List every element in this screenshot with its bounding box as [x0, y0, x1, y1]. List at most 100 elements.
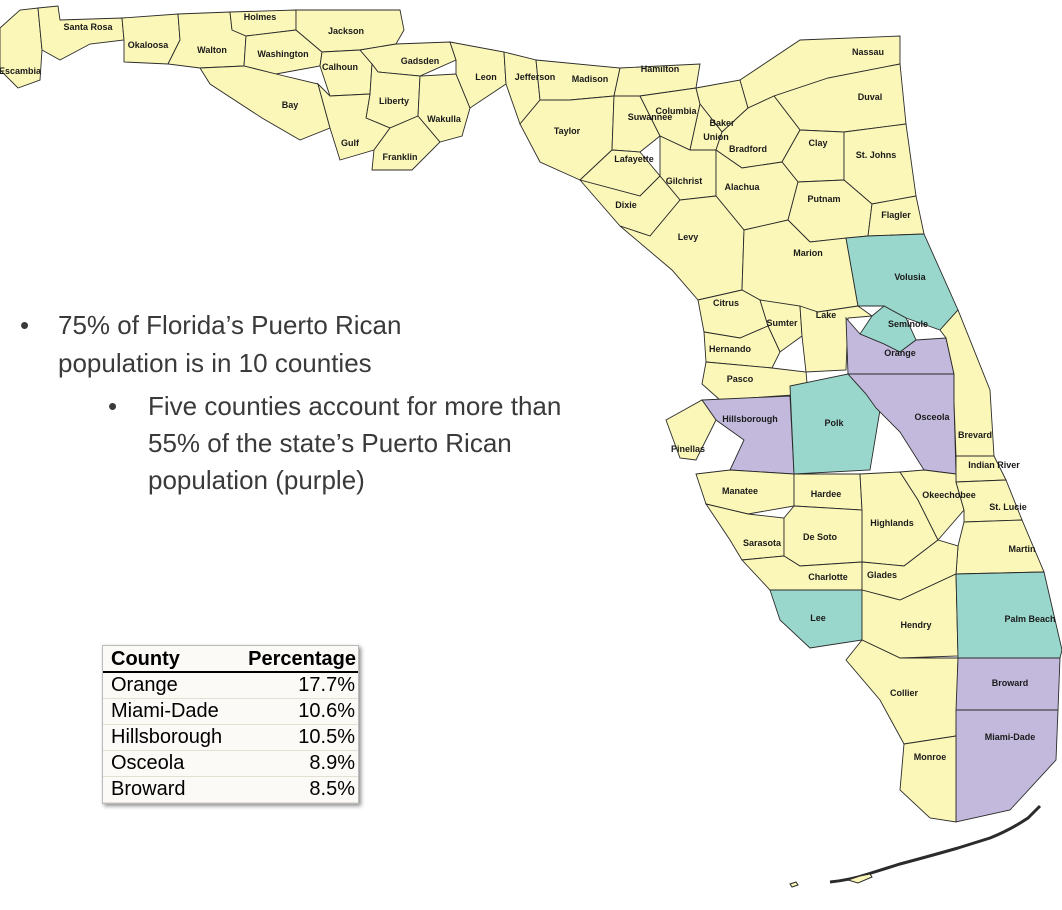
- county-label-miami-dade: Miami-Dade: [985, 732, 1036, 742]
- county-label-putnam: Putnam: [807, 194, 840, 204]
- cell-percentage: 8.9%: [224, 750, 359, 777]
- county-sumter: [759, 299, 803, 353]
- county-label-wakulla: Wakulla: [427, 114, 462, 124]
- county-label-madison: Madison: [572, 74, 609, 84]
- county-label-jackson: Jackson: [328, 26, 364, 36]
- county-label-washington: Washington: [257, 49, 308, 59]
- county-label-st-lucie: St. Lucie: [989, 502, 1027, 512]
- county-label-gadsden: Gadsden: [401, 56, 440, 66]
- bullet-main-text: 75% of Florida’s Puerto Rican population…: [58, 310, 402, 378]
- county-label-columbia: Columbia: [655, 106, 697, 116]
- county-label-monroe: Monroe: [914, 752, 947, 762]
- cell-county: Osceola: [103, 750, 225, 777]
- bullet-sub-text: Five counties account for more than 55% …: [148, 391, 562, 495]
- county-label-martin: Martin: [1009, 544, 1036, 554]
- county-label-santa-rosa: Santa Rosa: [63, 22, 113, 32]
- county-label-charlotte: Charlotte: [808, 572, 848, 582]
- county-label-brevard: Brevard: [958, 430, 992, 440]
- county-calhoun: [319, 49, 373, 97]
- cell-county: Hillsborough: [103, 724, 225, 751]
- county-label-taylor: Taylor: [554, 126, 581, 136]
- county-label-calhoun: Calhoun: [322, 62, 358, 72]
- county-label-escambia: Escambia: [0, 66, 42, 76]
- county-label-polk: Polk: [824, 418, 844, 428]
- bullet-main: • 75% of Florida’s Puerto Rican populati…: [20, 306, 478, 382]
- county-label-broward: Broward: [992, 678, 1029, 688]
- county-label-dixie: Dixie: [615, 200, 637, 210]
- county-label-manatee: Manatee: [722, 486, 758, 496]
- cell-percentage: 8.5%: [224, 776, 359, 803]
- county-label-lake: Lake: [816, 310, 837, 320]
- county-label-glades: Glades: [867, 570, 897, 580]
- county-santa-rosa: [37, 5, 125, 61]
- county-regions: [0, 5, 1062, 823]
- county-hillsborough: [701, 395, 795, 475]
- bullet-list: • 75% of Florida’s Puerto Rican populati…: [20, 306, 580, 499]
- county-label-levy: Levy: [678, 232, 699, 242]
- county-label-pinellas: Pinellas: [671, 444, 705, 454]
- county-label-clay: Clay: [808, 138, 827, 148]
- county-label-hillsborough: Hillsborough: [722, 414, 778, 424]
- county-bay: [199, 65, 331, 141]
- county-label-palm-beach: Palm Beach: [1004, 614, 1055, 624]
- county-label-osceola: Osceola: [914, 412, 950, 422]
- county-label-holmes: Holmes: [244, 12, 277, 22]
- county-label-union: Union: [703, 132, 729, 142]
- county-suwannee: [611, 95, 661, 153]
- county-label-indian-river: Indian River: [968, 460, 1020, 470]
- county-label-jefferson: Jefferson: [515, 72, 556, 82]
- cell-percentage: 10.5%: [224, 724, 359, 751]
- county-label-hardee: Hardee: [811, 489, 842, 499]
- county-label-okaloosa: Okaloosa: [128, 40, 170, 50]
- county-label-volusia: Volusia: [894, 272, 926, 282]
- florida-keys-islet: [789, 873, 873, 888]
- county-label-hamilton: Hamilton: [641, 64, 680, 74]
- county-label-leon: Leon: [475, 72, 497, 82]
- bullet-sub: • Five counties account for more than 55…: [108, 388, 568, 499]
- county-label-orange: Orange: [884, 348, 916, 358]
- county-label-walton: Walton: [197, 45, 227, 55]
- county-label-gulf: Gulf: [341, 138, 360, 148]
- cell-county: Broward: [103, 776, 225, 803]
- county-label-gilchrist: Gilchrist: [666, 176, 703, 186]
- county-label-sumter: Sumter: [766, 318, 798, 328]
- cell-percentage: 10.6%: [224, 698, 359, 725]
- county-label-collier: Collier: [890, 688, 919, 698]
- bullet-dot: •: [20, 310, 30, 340]
- cell-county: Orange: [103, 672, 225, 699]
- county-lee: [769, 589, 863, 649]
- county-label-lee: Lee: [810, 613, 826, 623]
- county-label-hendry: Hendry: [900, 620, 931, 630]
- county-label-citrus: Citrus: [713, 298, 739, 308]
- header-percentage: Percentage: [224, 646, 359, 673]
- county-label-franklin: Franklin: [382, 152, 417, 162]
- county-label-bradford: Bradford: [729, 144, 767, 154]
- table-header-row: County Percentage: [103, 646, 359, 673]
- county-escambia: [0, 7, 43, 89]
- county-label-nassau: Nassau: [852, 47, 884, 57]
- county-label-sarasota: Sarasota: [743, 538, 782, 548]
- county-palm-beach: [955, 571, 1062, 659]
- bullet-dot: •: [108, 391, 118, 421]
- county-miami-dade: [955, 709, 1059, 823]
- county-monroe: [899, 735, 957, 823]
- county-label-flagler: Flagler: [881, 210, 911, 220]
- county-brevard: [939, 309, 995, 457]
- county-label-st-johns: St. Johns: [856, 150, 897, 160]
- county-label-pasco: Pasco: [727, 374, 754, 384]
- cell-county: Miami-Dade: [103, 698, 225, 725]
- county-label-duval: Duval: [858, 92, 883, 102]
- cell-percentage: 17.7%: [224, 672, 359, 699]
- county-label-baker: Baker: [709, 118, 735, 128]
- header-county: County: [103, 646, 225, 673]
- county-label-hernando: Hernando: [709, 344, 752, 354]
- county-label-suwannee: Suwannee: [628, 112, 673, 122]
